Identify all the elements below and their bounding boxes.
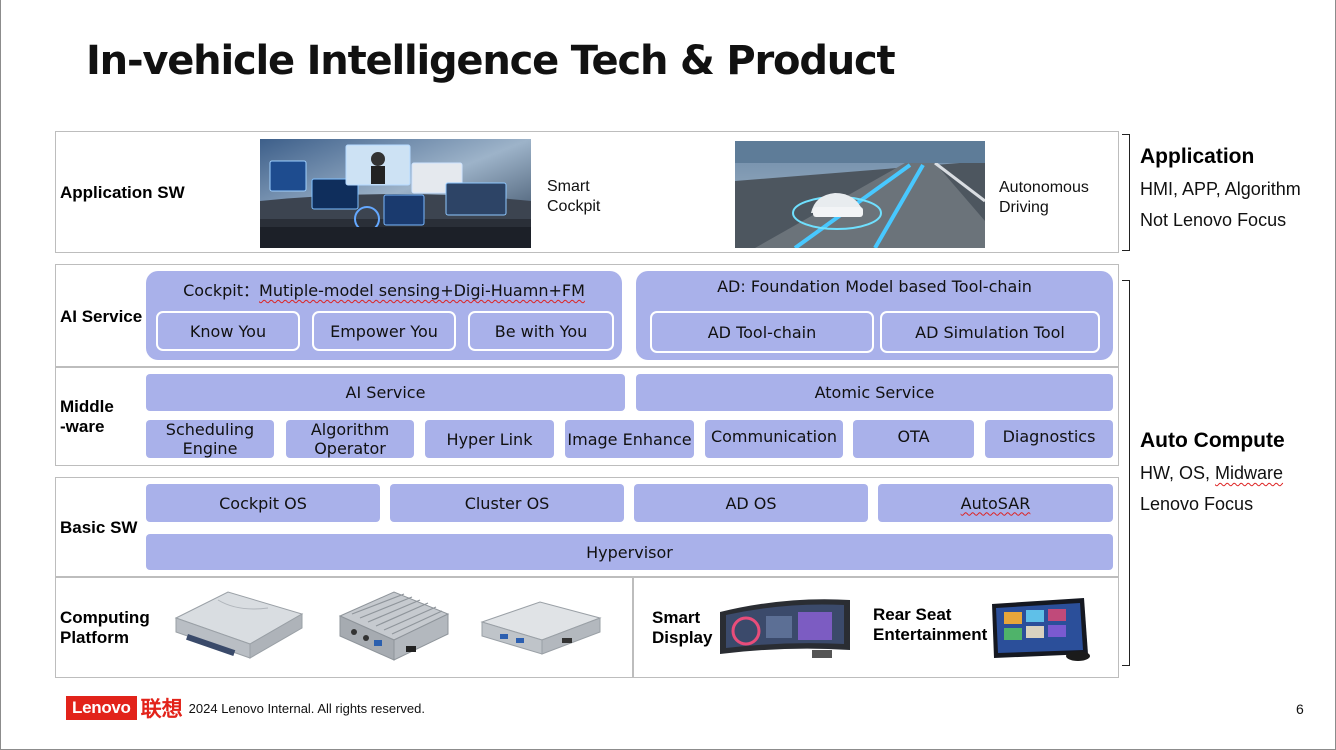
lenovo-logo-cn: 联想 — [141, 693, 183, 723]
application-side-title: Application — [1140, 145, 1254, 169]
scheduling-engine-box: Scheduling Engine — [146, 420, 274, 458]
ad-os-box: AD OS — [634, 484, 868, 522]
application-side-line-1: HMI, APP, Algorithm — [1140, 179, 1301, 200]
compute-unit-2-image — [334, 586, 454, 668]
hyper-link-box: Hyper Link — [425, 420, 554, 458]
algorithm-operator-box: Algorithm Operator — [286, 420, 414, 458]
ai-service-layer: AI Service Cockpit：Mutiple-model sensing… — [55, 264, 1119, 367]
computing-platform-label: Computing Platform — [60, 608, 150, 648]
application-side-line-2: Not Lenovo Focus — [1140, 210, 1286, 231]
ad-ai-title: AD: Foundation Model based Tool-chain — [636, 277, 1113, 296]
basic-sw-label: Basic SW — [60, 518, 137, 538]
rear-seat-image — [990, 596, 1094, 664]
middleware-layer: Middle -ware AI Service Atomic Service S… — [55, 367, 1119, 466]
application-sw-label: Application SW — [60, 183, 185, 203]
compute-unit-1-image — [168, 588, 306, 664]
application-sw-layer: Application SW Smart Cockpit — [55, 131, 1119, 253]
middleware-label: Middle -ware — [60, 397, 114, 437]
hw-divider — [632, 578, 634, 678]
empower-you-box: Empower You — [312, 311, 456, 351]
be-with-you-box: Be with You — [468, 311, 614, 351]
ad-simulation-tool-box: AD Simulation Tool — [880, 311, 1100, 353]
auto-compute-side-line-1: HW, OS, Midware — [1140, 463, 1283, 484]
footer: Lenovo 联想 2024 Lenovo Internal. All righ… — [66, 696, 425, 720]
communication-box: Communication — [705, 420, 843, 458]
autonomous-driving-image — [735, 141, 985, 248]
autonomous-driving-caption: Autonomous Driving — [999, 178, 1089, 218]
ad-ai-group: AD: Foundation Model based Tool-chain AD… — [636, 271, 1113, 360]
hypervisor-bar: Hypervisor — [146, 534, 1113, 570]
auto-compute-side-title: Auto Compute — [1140, 429, 1285, 453]
page-number: 6 — [1296, 701, 1304, 717]
smart-cockpit-caption: Smart Cockpit — [547, 177, 600, 217]
basic-sw-layer: Basic SW Cockpit OS Cluster OS AD OS Aut… — [55, 477, 1119, 577]
copyright-text: 2024 Lenovo Internal. All rights reserve… — [189, 701, 425, 716]
lenovo-logo: Lenovo — [66, 696, 137, 720]
cockpit-ai-group: Cockpit：Mutiple-model sensing+Digi-Huamn… — [146, 271, 622, 360]
mw-atomic-service-bar: Atomic Service — [636, 374, 1113, 411]
mw-ai-service-bar: AI Service — [146, 374, 625, 411]
ota-box: OTA — [853, 420, 974, 458]
diagnostics-box: Diagnostics — [985, 420, 1113, 458]
autosar-box: AutoSAR — [878, 484, 1113, 522]
smart-cockpit-image — [260, 139, 531, 248]
auto-compute-side-line-2: Lenovo Focus — [1140, 494, 1253, 515]
cockpit-os-box: Cockpit OS — [146, 484, 380, 522]
smart-display-label: Smart Display — [652, 608, 712, 648]
compute-unit-3-image — [476, 596, 606, 662]
cockpit-ai-title: Cockpit：Mutiple-model sensing+Digi-Huamn… — [146, 277, 622, 301]
smart-display-image — [716, 586, 854, 662]
application-bracket — [1122, 134, 1130, 251]
computing-platform-layer: Computing Platform — [55, 577, 1119, 678]
ad-tool-chain-box: AD Tool-chain — [650, 311, 874, 353]
rear-seat-label: Rear Seat Entertainment — [873, 605, 987, 645]
image-enhance-box: Image Enhance — [565, 420, 694, 458]
auto-compute-bracket — [1122, 280, 1130, 666]
cluster-os-box: Cluster OS — [390, 484, 624, 522]
slide-title: In-vehicle Intelligence Tech & Product — [86, 38, 894, 84]
ai-service-label: AI Service — [60, 307, 142, 327]
know-you-box: Know You — [156, 311, 300, 351]
